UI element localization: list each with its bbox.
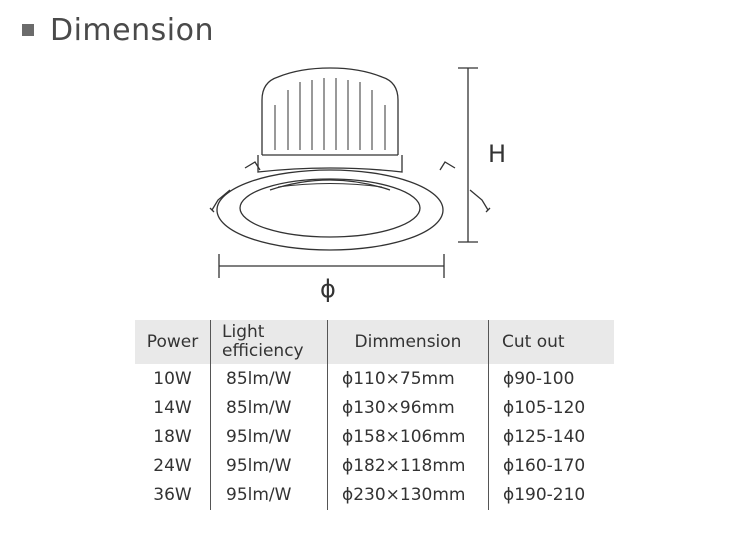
cell-cut-out: ϕ190-210 — [488, 480, 614, 510]
cell-efficiency: 95lm/W — [210, 451, 328, 480]
cell-power: 36W — [153, 485, 192, 505]
bullet-square-icon — [22, 24, 34, 36]
collar — [257, 155, 403, 173]
cell-cut-out: ϕ105-120 — [488, 393, 614, 422]
height-label: H — [488, 140, 507, 168]
cell-efficiency: 85lm/W — [210, 393, 328, 422]
table-row: 24W 95lm/W ϕ182×118mm ϕ160-170 — [135, 451, 614, 480]
heatsink-outline — [261, 67, 399, 155]
heatsink-fins — [274, 78, 386, 150]
cell-cut-out: ϕ90-100 — [488, 364, 614, 393]
cell-efficiency: 95lm/W — [210, 480, 328, 510]
table-row: 10W 85lm/W ϕ110×75mm ϕ90-100 — [135, 364, 614, 393]
cell-cut-out: ϕ125-140 — [488, 422, 614, 451]
inner-trim — [239, 178, 421, 238]
section-title: Dimension — [50, 12, 214, 48]
cell-power: 18W — [153, 426, 192, 447]
reflector-rim — [269, 179, 391, 191]
diameter-label: ϕ — [320, 275, 336, 303]
downlight-dimension-drawing — [209, 67, 491, 278]
cell-efficiency: 85lm/W — [210, 364, 328, 393]
header-light-efficiency: Light efficiency — [210, 320, 328, 364]
outer-trim — [216, 169, 444, 251]
header-power: Power — [135, 320, 211, 364]
header-dimension: Dimmension — [327, 320, 489, 364]
cell-dimension: ϕ158×106mm — [327, 422, 489, 451]
table-row: 14W 85lm/W ϕ130×96mm ϕ105-120 — [135, 393, 614, 422]
table-row: 36W 95lm/W ϕ230×130mm ϕ190-210 — [135, 480, 614, 510]
cell-dimension: ϕ130×96mm — [327, 393, 489, 422]
cell-efficiency: 95lm/W — [210, 422, 328, 451]
cell-power: 10W — [153, 368, 192, 389]
right-clip — [439, 161, 491, 213]
table-header-row: Power Light efficiency Dimmension Cut ou… — [135, 320, 614, 364]
cell-power: 14W — [153, 397, 192, 418]
cell-dimension: ϕ110×75mm — [327, 364, 489, 393]
spec-table: Power Light efficiency Dimmension Cut ou… — [135, 320, 614, 510]
cell-dimension: ϕ230×130mm — [327, 480, 489, 510]
section-header: Dimension — [22, 10, 214, 50]
left-clip — [209, 161, 261, 213]
header-cut-out: Cut out — [488, 320, 614, 364]
cell-dimension: ϕ182×118mm — [327, 451, 489, 480]
table-row: 18W 95lm/W ϕ158×106mm ϕ125-140 — [135, 422, 614, 451]
cell-power: 24W — [153, 455, 192, 476]
cell-cut-out: ϕ160-170 — [488, 451, 614, 480]
